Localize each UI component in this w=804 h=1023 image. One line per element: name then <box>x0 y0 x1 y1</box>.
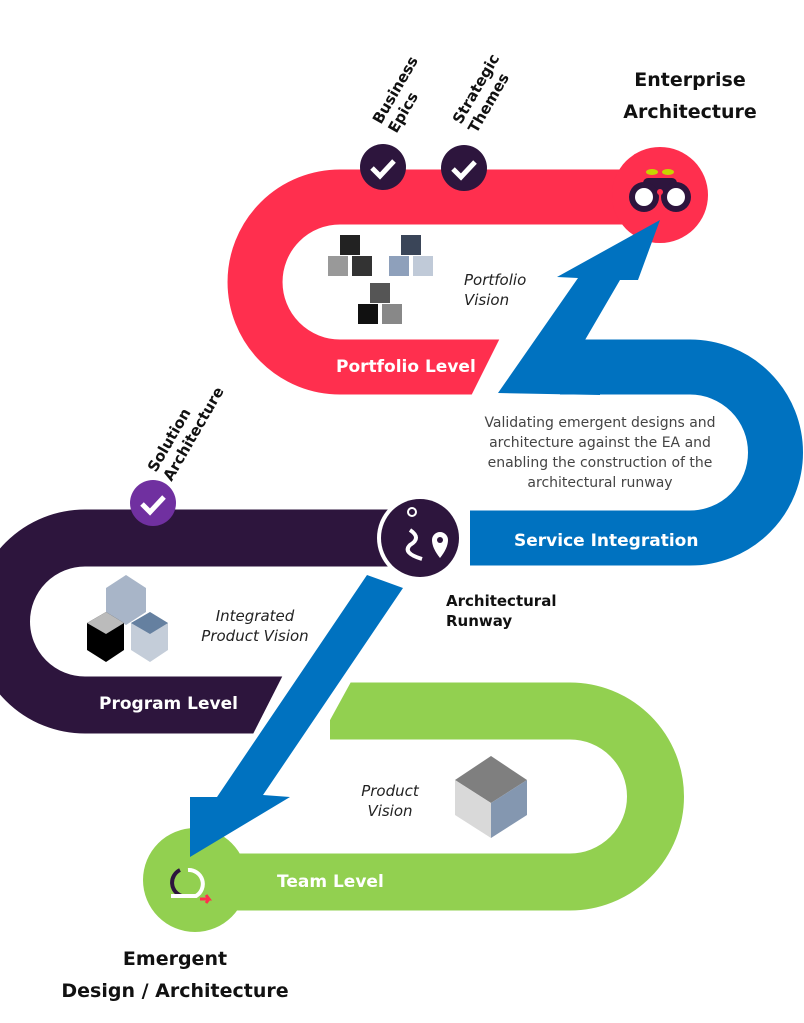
team-level-label: Team Level <box>277 872 384 892</box>
desc-line-2: architecture against the EA and <box>489 435 711 451</box>
desc-line-4: architectural runway <box>527 475 673 491</box>
service-integration-track <box>470 339 803 566</box>
ea-line-2: Architecture <box>623 101 757 123</box>
iteration-cycle-icon <box>170 868 212 904</box>
service-integration-label: Service Integration <box>514 531 699 551</box>
desc-line-1: Validating emergent designs and <box>484 415 716 431</box>
service-description: Validating emergent designs and architec… <box>460 413 740 493</box>
product-cube-icon <box>455 756 527 838</box>
check-icon-strategic-themes <box>441 145 487 191</box>
portfolio-track <box>227 169 640 395</box>
prv-line-1: Product <box>361 782 419 800</box>
pv-line-2: Vision <box>464 291 510 309</box>
portfolio-cubes-icon <box>328 235 433 324</box>
up-arrow <box>498 220 660 395</box>
team-track <box>200 682 684 911</box>
ipv-line-2: Product Vision <box>201 627 309 645</box>
check-icon-solution-architecture <box>130 480 176 526</box>
runway-icon <box>377 495 463 581</box>
pv-line-1: Portfolio <box>464 271 527 289</box>
ed-line-1: Emergent <box>122 948 228 970</box>
ed-line-2: Design / Architecture <box>61 980 289 1002</box>
down-arrow <box>190 575 403 857</box>
ar-line-2: Runway <box>446 612 513 630</box>
integrated-cubes-icon <box>87 575 168 662</box>
desc-line-3: enabling the construction of the <box>487 455 713 471</box>
portfolio-track-cut <box>470 338 535 398</box>
program-level-label: Program Level <box>99 694 238 714</box>
ea-line-1: Enterprise <box>634 69 746 91</box>
program-track <box>0 509 400 734</box>
portfolio-level-label: Portfolio Level <box>336 357 476 377</box>
emergent-circle <box>143 828 247 932</box>
ar-line-1: Architectural <box>446 592 557 610</box>
binoculars-icon <box>629 169 691 212</box>
ipv-line-1: Integrated <box>215 607 295 625</box>
prv-line-2: Vision <box>367 802 413 820</box>
check-icon-business-epics <box>360 144 406 190</box>
